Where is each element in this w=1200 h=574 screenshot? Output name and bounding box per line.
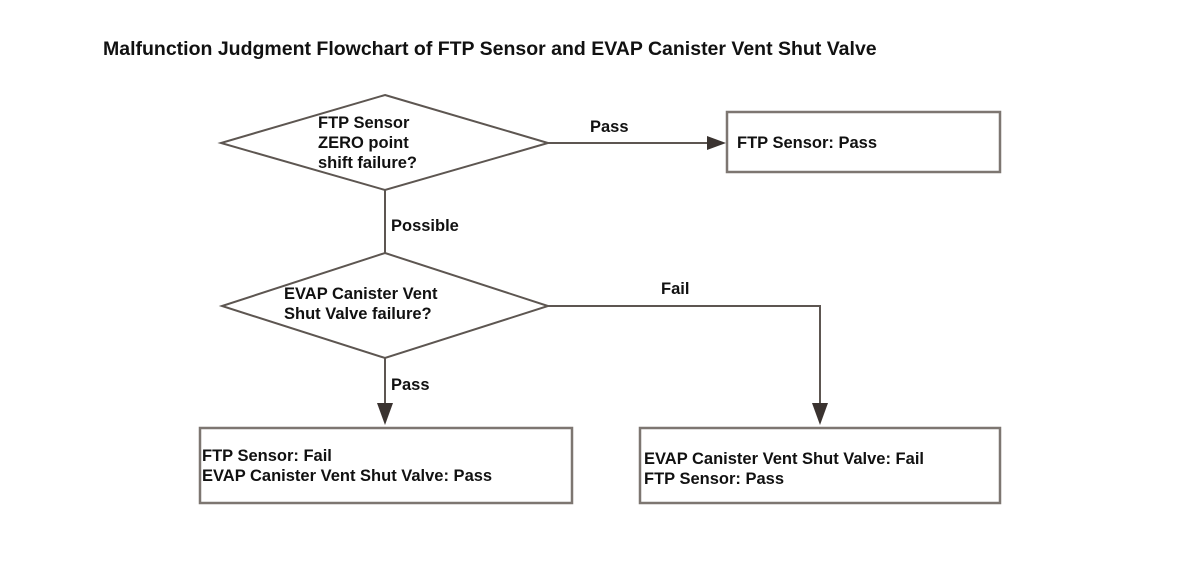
edge-label-decision1-pass: Pass [590, 118, 629, 136]
result-box-ftp-fail-evap-pass[interactable] [198, 426, 574, 505]
arrow-head-to-evap-fail [812, 403, 828, 425]
result-top-right-line1: FTP Sensor: Pass [737, 134, 877, 152]
decision1-line3: shift failure? [318, 154, 417, 172]
edge-label-decision2-pass: Pass [391, 376, 430, 394]
result-bottom-right-line1: EVAP Canister Vent Shut Valve: Fail [644, 450, 924, 468]
result-bottom-left-line2: EVAP Canister Vent Shut Valve: Pass [202, 467, 492, 485]
decision1-line2: ZERO point [318, 134, 409, 152]
arrow-head-to-ftp-pass [707, 136, 726, 150]
decision1-line1: FTP Sensor [318, 114, 410, 132]
edge-label-decision1-possible: Possible [391, 217, 459, 235]
page-title: Malfunction Judgment Flowchart of FTP Se… [103, 38, 877, 60]
decision2-line2: Shut Valve failure? [284, 305, 432, 323]
result-bottom-right-line2: FTP Sensor: Pass [644, 470, 784, 488]
result-box-evap-fail-ftp-pass[interactable] [638, 426, 1002, 505]
arrow-head-to-ftp-fail [377, 403, 393, 425]
result-bottom-left-line1: FTP Sensor: Fail [202, 447, 332, 465]
result-box-ftp-sensor-pass[interactable] [725, 110, 1002, 174]
decision2-line1: EVAP Canister Vent [284, 285, 438, 303]
connector-decision2-to-evap-fail [548, 305, 821, 408]
edge-label-decision2-fail: Fail [661, 280, 689, 298]
